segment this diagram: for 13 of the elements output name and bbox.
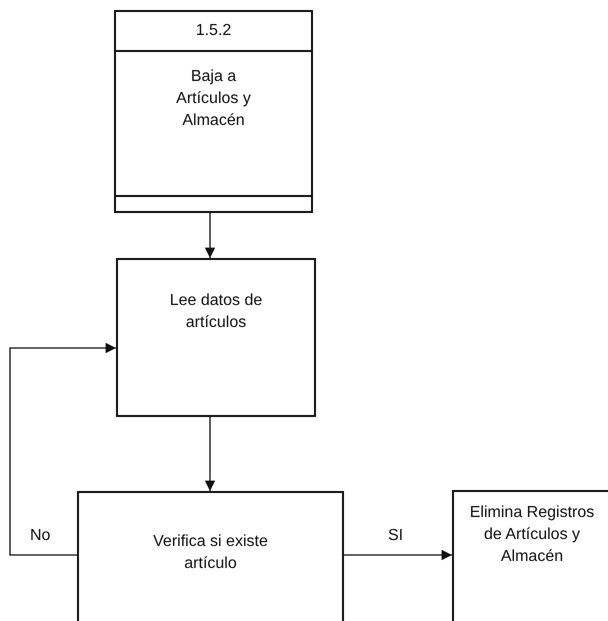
process-box	[77, 491, 344, 621]
process-box	[116, 258, 316, 417]
arrow	[9, 342, 116, 556]
process-number: 1.5.2	[116, 12, 311, 52]
process-box	[114, 10, 313, 213]
process-label: Lee datos de artículos	[168, 291, 264, 333]
arrow	[344, 550, 452, 560]
process-label: Baja a Artículos y Almacén	[175, 67, 252, 131]
process-label: Elimina Registros de Artículos y Almacén	[468, 503, 596, 567]
arrow	[204, 213, 216, 258]
process-box	[452, 490, 608, 621]
process-label: Verifica si existe artículo	[152, 532, 269, 574]
arrow	[204, 417, 216, 491]
